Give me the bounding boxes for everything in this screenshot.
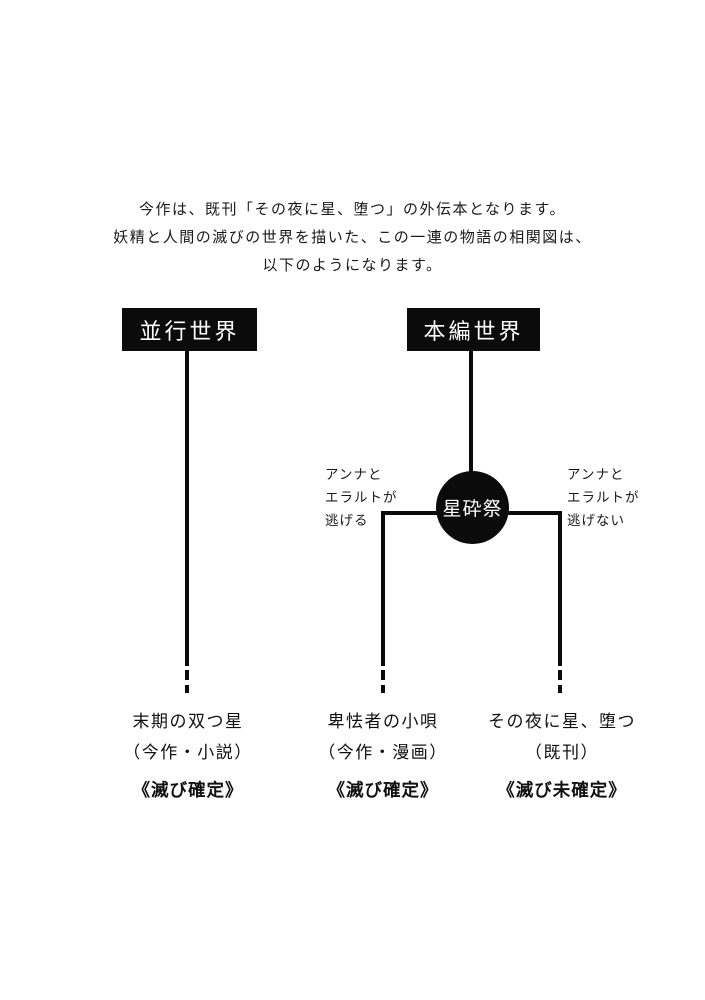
work-subtitle: （今作・漫画） <box>318 743 448 762</box>
annotation-escape-line-1: アンナと <box>325 467 383 482</box>
event-node-label: 星砕祭 <box>442 499 503 520</box>
intro-line-1: 今作は、既刊「その夜に星、堕つ」の外伝本となります。 <box>138 201 567 218</box>
work-title: その夜に星、堕つ <box>488 712 636 731</box>
work-title: 卑怯者の小唄 <box>327 712 439 731</box>
work-subtitle: （今作・小説） <box>123 743 253 762</box>
work-column-existing: その夜に星、堕つ （既刊） 《滅び未確定》 <box>457 706 667 805</box>
work-subtitle: （既刊） <box>525 743 599 762</box>
event-node-circle: 星砕祭 <box>436 471 509 544</box>
work-column-novel: 末期の双つ星 （今作・小説） 《滅び確定》 <box>83 706 293 805</box>
annotation-no-escape-line-3: 逃げない <box>567 513 625 528</box>
annotation-no-escape-line-1: アンナと <box>567 467 625 482</box>
world-box-parallel: 並行世界 <box>122 308 257 351</box>
annotation-escape-line-3: 逃げる <box>325 513 369 528</box>
world-box-main-label: 本編世界 <box>423 318 524 344</box>
work-title: 末期の双つ星 <box>132 712 244 731</box>
connector-branch-left <box>381 511 385 666</box>
dashed-end-branch-left <box>381 670 385 693</box>
dashed-end-branch-right <box>558 670 562 693</box>
world-box-parallel-label: 並行世界 <box>139 318 240 344</box>
work-fate-badge: 《滅び未確定》 <box>497 780 627 800</box>
intro-line-3: 以下のようになります。 <box>262 257 443 274</box>
annotation-no-escape: アンナと エラルトが 逃げない <box>567 463 640 532</box>
work-column-manga: 卑怯者の小唄 （今作・漫画） 《滅び確定》 <box>278 706 488 805</box>
dashed-end-parallel <box>185 670 189 693</box>
work-fate-badge: 《滅び確定》 <box>327 780 439 800</box>
annotation-escape-line-2: エラルトが <box>325 490 398 505</box>
work-fate-badge: 《滅び確定》 <box>132 780 244 800</box>
connector-branch-right <box>558 511 562 666</box>
connector-main-stem <box>469 350 473 473</box>
intro-line-2: 妖精と人間の滅びの世界を描いた、この一連の物語の相関図は、 <box>113 229 592 246</box>
world-box-main: 本編世界 <box>407 308 540 351</box>
connector-parallel-stem <box>185 350 189 666</box>
intro-text: 今作は、既刊「その夜に星、堕つ」の外伝本となります。 妖精と人間の滅びの世界を描… <box>0 196 705 280</box>
annotation-escape: アンナと エラルトが 逃げる <box>325 463 398 532</box>
annotation-no-escape-line-2: エラルトが <box>567 490 640 505</box>
